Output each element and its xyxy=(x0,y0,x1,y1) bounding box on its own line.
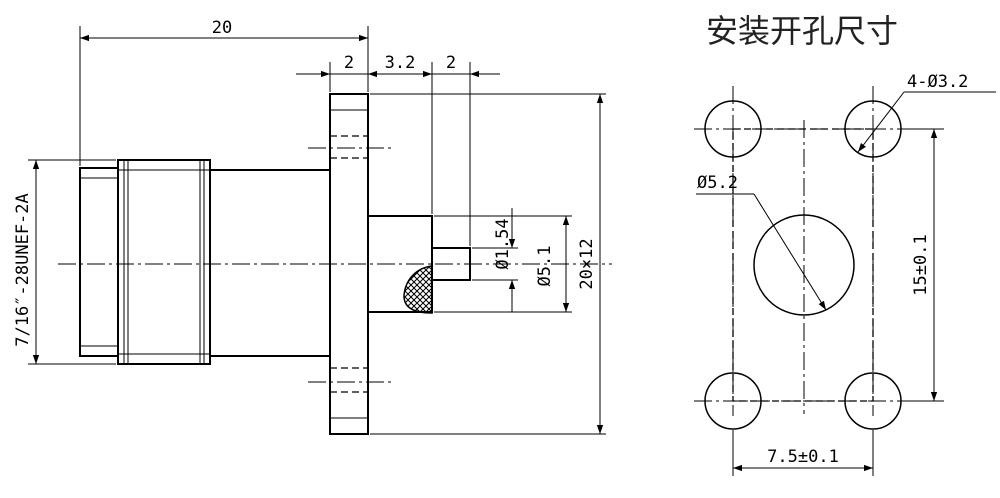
dim-hole-callout: 4-Ø3.2 xyxy=(907,72,968,92)
dim-flange-thickness: 2 xyxy=(344,53,354,73)
threaded-body xyxy=(79,159,211,365)
mount-hole-bottom-right xyxy=(844,372,902,430)
dim-pin-length: 2 xyxy=(446,53,456,73)
dim-center-hole: Ø5.2 xyxy=(697,173,738,193)
side-view: 20 2 3.2 2 7/16″-28UNEF-2A Ø1.54 Ø5.1 20… xyxy=(13,18,612,435)
dim-3-2: 3.2 xyxy=(385,53,416,73)
flange xyxy=(308,93,392,435)
dim-thread: 7/16″-28UNEF-2A xyxy=(13,193,33,347)
mount-hole-bottom-left xyxy=(704,372,762,430)
mounting-hole-view: 安装开孔尺寸 4-Ø3.2 Ø5.2 15±0.1 7.5±0.1 xyxy=(694,12,996,476)
mount-hole-top-right xyxy=(844,100,902,158)
neck-body xyxy=(210,169,330,357)
dim-pin-diameter: Ø1.54 xyxy=(493,218,513,269)
dim-dielectric-diameter: Ø5.1 xyxy=(535,246,555,287)
dielectric-and-pin xyxy=(368,215,471,314)
mount-hole-top-left xyxy=(704,100,762,158)
view-title: 安装开孔尺寸 xyxy=(706,12,898,50)
dim-flange-size: 20×12 xyxy=(577,238,597,289)
center-hole xyxy=(753,214,855,316)
dim-overall-length: 20 xyxy=(212,18,232,38)
hatch-section xyxy=(403,265,433,314)
dim-vertical-spacing: 15±0.1 xyxy=(911,234,931,295)
dim-horizontal-spacing: 7.5±0.1 xyxy=(767,447,839,467)
